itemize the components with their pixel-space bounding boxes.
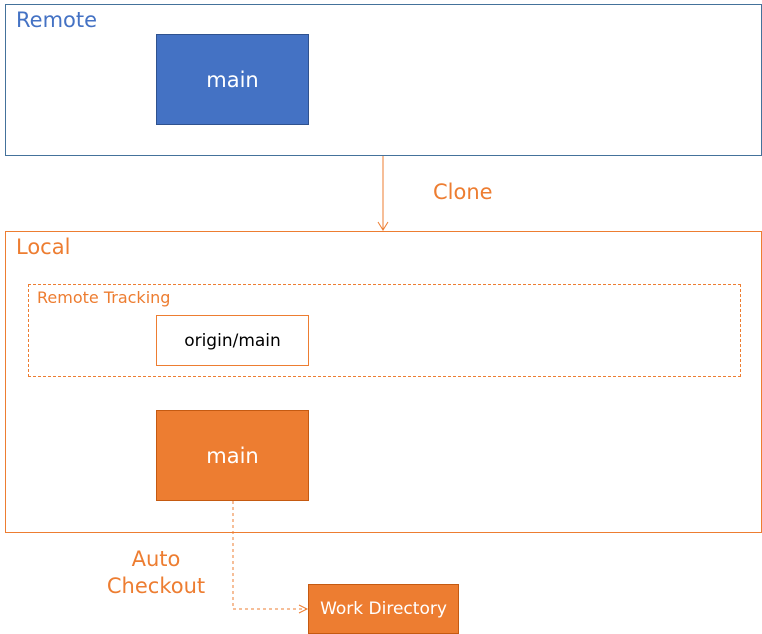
work-directory-box: Work Directory	[308, 584, 459, 634]
auto-checkout-arrow	[232, 501, 309, 614]
remote-container-label: Remote	[16, 8, 98, 32]
remote-tracking-container	[28, 284, 741, 377]
remote-main-branch-box: main	[156, 34, 309, 125]
origin-main-branch-label: origin/main	[184, 330, 281, 351]
auto-checkout-line-2: Checkout	[106, 574, 206, 599]
work-directory-label: Work Directory	[320, 599, 447, 619]
local-container	[5, 231, 762, 533]
auto-checkout-label: Auto Checkout	[100, 546, 212, 601]
local-main-branch-box: main	[156, 410, 309, 501]
remote-main-branch-label: main	[206, 67, 259, 92]
remote-tracking-label: Remote Tracking	[37, 288, 171, 307]
local-main-branch-label: main	[206, 443, 259, 468]
local-container-label: Local	[16, 235, 71, 259]
clone-arrow	[377, 156, 389, 231]
auto-checkout-line-1: Auto	[131, 547, 181, 571]
origin-main-branch-box: origin/main	[156, 315, 309, 366]
clone-label: Clone	[433, 180, 493, 204]
